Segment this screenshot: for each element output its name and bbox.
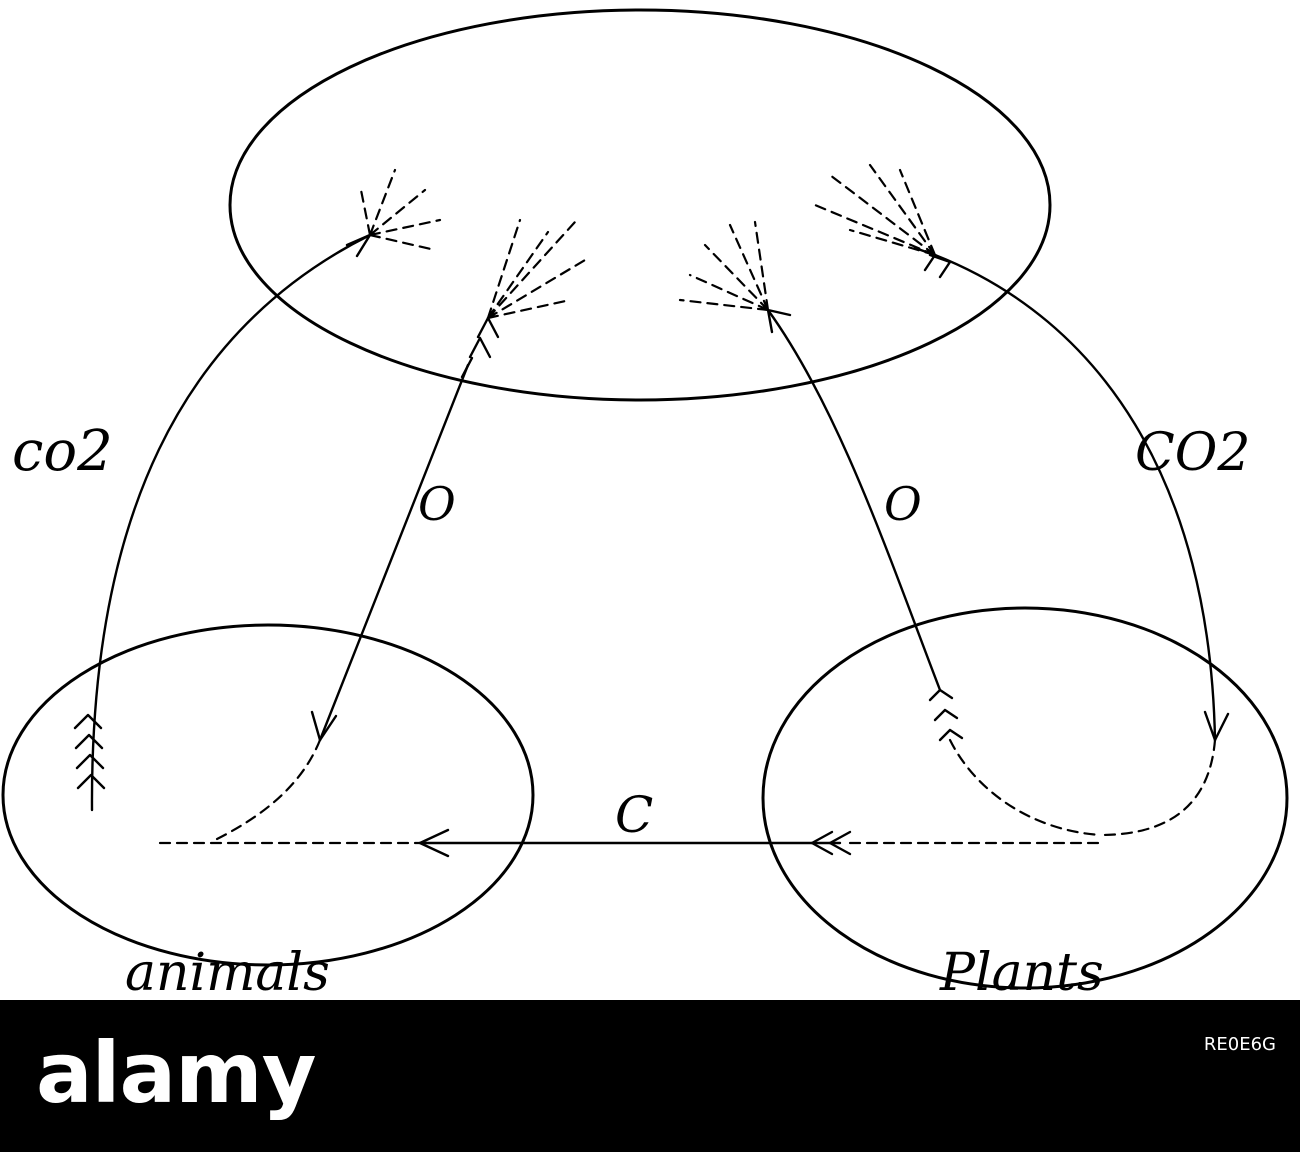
- edge-co2-left-dispersal: [358, 168, 442, 252]
- carbon-oxygen-cycle-diagram: co2 O O CO2 C animals Plants: [1, 8, 1289, 1000]
- image-id: RE0E6G: [1203, 1034, 1276, 1055]
- edge-o-left: [318, 363, 470, 742]
- label-c: C: [615, 786, 653, 844]
- label-co2-right: CO2: [1135, 423, 1251, 483]
- label-o-right: O: [884, 477, 922, 531]
- edge-o-right: [766, 308, 942, 692]
- edge-o-left-dispersal: [486, 218, 587, 320]
- edge-o-right-arrow: [766, 308, 792, 334]
- edge-co2-right: [933, 253, 1217, 742]
- atmosphere-node: [228, 8, 1052, 402]
- edge-o-left-arrow: [310, 710, 338, 742]
- alamy-logo: alamy: [36, 1024, 316, 1122]
- edge-co2-left-arrow: [345, 233, 372, 258]
- edge-co2-right-dispersal: [813, 163, 937, 257]
- edge-co2-right-arrow: [1203, 710, 1230, 742]
- edge-o-right-tail-feathers: [928, 688, 964, 742]
- label-co2-left: co2: [12, 419, 113, 484]
- edge-c-tail-feathers: [810, 830, 852, 856]
- edge-co2-left: [90, 233, 372, 812]
- edge-co2-right-dashed-inside: [1098, 738, 1217, 837]
- edge-o-left-dashed-inside: [213, 738, 322, 842]
- edge-co2-left-tail-feathers: [73, 713, 106, 790]
- edge-c-arrow: [418, 828, 450, 858]
- edge-o-left-tail-feathers: [460, 316, 500, 379]
- label-animals: animals: [125, 943, 330, 1000]
- label-plants: Plants: [939, 943, 1104, 1000]
- label-o-left: O: [418, 477, 456, 531]
- diagram-area: co2 O O CO2 C animals Plants: [1, 8, 1289, 1000]
- animals-node: [1, 623, 535, 967]
- footer-bar: alamy RE0E6G: [0, 1000, 1300, 1152]
- plants-node: [761, 606, 1289, 990]
- edge-o-right-dispersal: [678, 220, 770, 312]
- edge-o-right-dashed-inside: [948, 738, 1102, 837]
